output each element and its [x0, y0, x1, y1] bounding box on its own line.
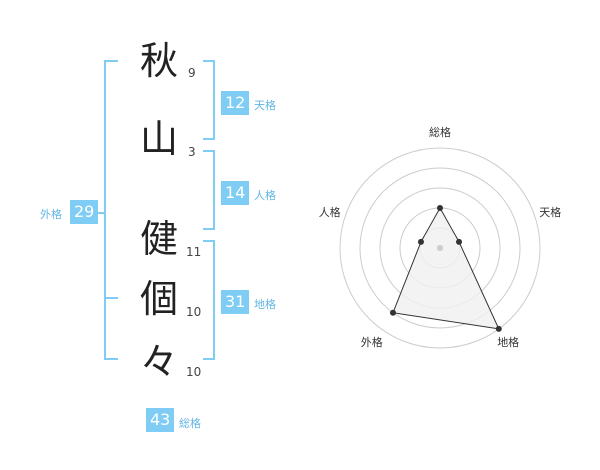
sou-kaku-value: 43 — [146, 408, 175, 432]
chi-bracket — [203, 240, 215, 360]
name-char-3: 健 — [139, 217, 178, 261]
stroke-count-5: 10 — [186, 365, 202, 379]
name-char-5: 々 — [139, 340, 178, 384]
gai-kaku-value: 29 — [70, 200, 99, 224]
radar-point-2 — [456, 238, 463, 245]
chi-kaku-label: 地格 — [254, 298, 276, 311]
jin-bracket — [203, 150, 215, 230]
chi-kaku-value: 31 — [221, 290, 250, 314]
radar-axis-label-2: 天格 — [539, 205, 561, 219]
radar-point-5 — [417, 238, 424, 245]
radar-axis-label-1: 総格 — [429, 125, 451, 139]
radar-point-1 — [437, 205, 443, 211]
gai-bracket-tick — [104, 297, 118, 299]
ten-bracket — [203, 60, 215, 140]
stroke-count-2: 3 — [188, 145, 196, 159]
stroke-count-3: 11 — [186, 245, 202, 259]
jin-kaku-value: 14 — [221, 181, 250, 205]
jin-kaku-label: 人格 — [254, 189, 276, 202]
stroke-count-4: 10 — [186, 305, 202, 319]
stroke-count-1: 9 — [188, 66, 196, 80]
sou-kaku-label: 総格 — [179, 417, 201, 430]
name-char-2: 山 — [139, 117, 178, 161]
radar-point-4 — [389, 309, 396, 316]
radar-grid-ring — [339, 147, 541, 349]
gai-bracket — [104, 60, 118, 360]
name-char-1: 秋 — [139, 39, 178, 83]
gai-kaku-label: 外格 — [40, 208, 62, 221]
radar-grid-ring — [359, 167, 521, 329]
radar-data-polygon — [392, 206, 500, 330]
name-char-4: 個 — [139, 277, 178, 321]
ten-kaku-value: 12 — [221, 91, 250, 115]
radar-axis-label-4: 外格 — [361, 335, 383, 349]
radar-point-3 — [495, 325, 502, 332]
radar-axis-label-5: 人格 — [319, 205, 341, 219]
gai-bracket-connector — [96, 212, 105, 214]
radar-axis-label-3: 地格 — [497, 335, 519, 349]
ten-kaku-label: 天格 — [254, 99, 276, 112]
radar-points — [389, 205, 502, 332]
radar-center-dot — [437, 245, 443, 251]
